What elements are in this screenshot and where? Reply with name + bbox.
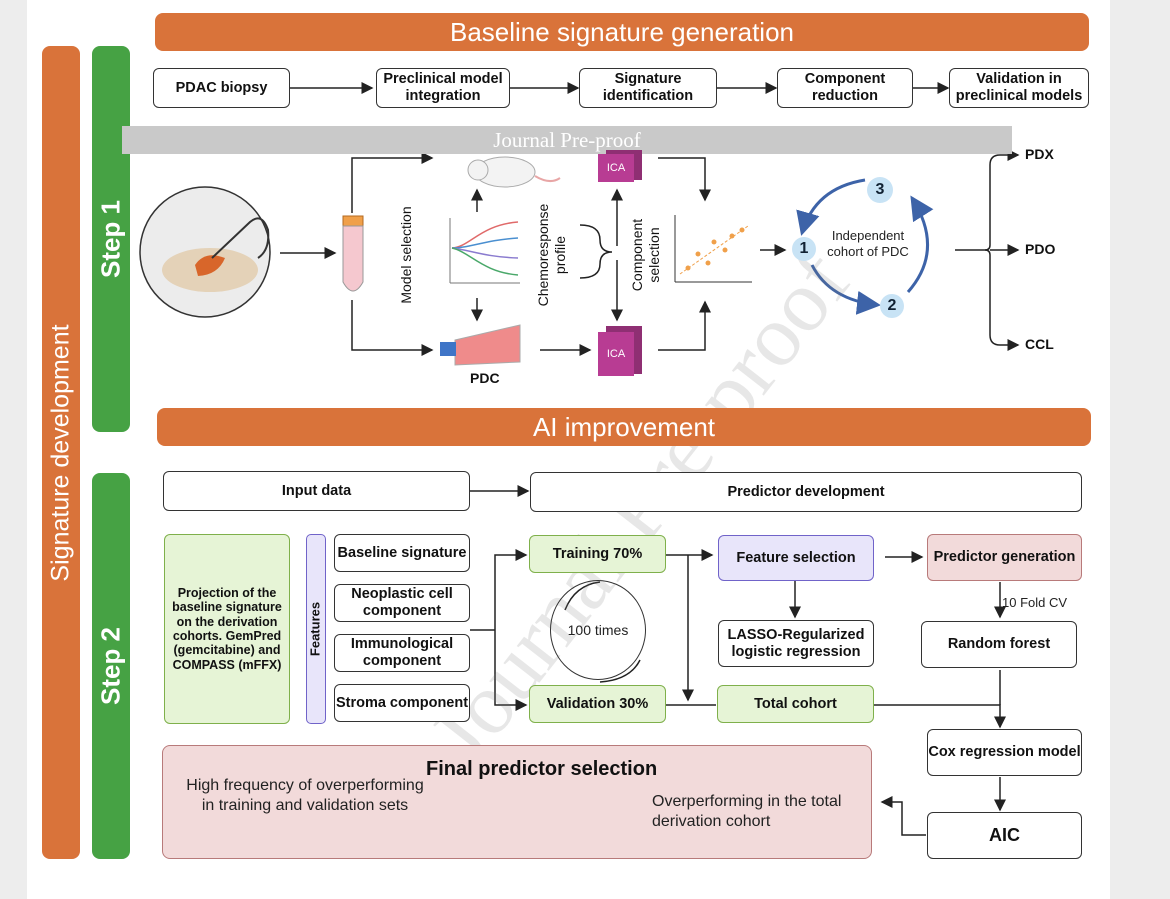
projection-box: Projection of the baseline signature on … (164, 534, 290, 724)
pipeline-validation: Validation in preclinical models (949, 68, 1089, 108)
feature-selection-box: Feature selection (718, 535, 874, 581)
cox-regression-box: Cox regression model (927, 729, 1082, 776)
features-bar: Features (306, 534, 326, 724)
step2-bar: Step 2 (92, 473, 130, 859)
independent-cohort-label: Independent cohort of PDC (827, 228, 909, 259)
feature-baseline-signature: Baseline signature (334, 534, 470, 572)
pipeline-component-reduction: Component reduction (777, 68, 913, 108)
cycle-step-2: 2 (880, 294, 904, 318)
model-selection-label: Model selection (398, 206, 414, 304)
cycle-step-3: 3 (867, 177, 893, 203)
predictor-generation-box: Predictor generation (927, 534, 1082, 581)
pipeline-model-integration: Preclinical model integration (376, 68, 510, 108)
feature-stroma: Stroma component (334, 684, 470, 722)
final-left-text: High frequency of overperforming in trai… (186, 777, 424, 814)
feature-immunological: Immunological component (334, 634, 470, 672)
signature-development-label: Signature development (46, 323, 75, 582)
model-selection-text-wrap: Model selection (392, 196, 420, 314)
output-ccl: CCL (1025, 336, 1054, 352)
final-right-text: Overperforming in the total derivation c… (652, 793, 842, 830)
training-box: Training 70% (529, 535, 666, 573)
component-selection-label: Component selection (629, 218, 662, 292)
step1-bar: Step 1 (92, 46, 130, 432)
baseline-banner: Baseline signature generation (155, 13, 1089, 51)
ica-bottom: ICA (598, 332, 634, 376)
pdc-label: PDC (470, 370, 500, 386)
final-selection-panel (162, 745, 872, 859)
step2-label: Step 2 (95, 626, 126, 706)
signature-development-bar: Signature development (42, 46, 80, 859)
input-data-box: Input data (163, 471, 470, 511)
times-label: 100 times (567, 622, 629, 638)
chemoresponse-label: Chemoresponse profile (535, 203, 568, 307)
watermark-bar: Journal Pre-proof (122, 126, 1012, 154)
pipeline-pdac-biopsy: PDAC biopsy (153, 68, 290, 108)
final-selection-title: Final predictor selection (426, 758, 658, 780)
chemoresponse-text-wrap: Chemoresponse profile (530, 196, 574, 314)
pipeline-signature-identification: Signature identification (579, 68, 717, 108)
output-pdx: PDX (1025, 146, 1054, 162)
left-margin (0, 0, 27, 899)
predictor-development-box: Predictor development (530, 472, 1082, 512)
ica-top: ICA (598, 154, 634, 182)
cycle-step-1: 1 (792, 237, 816, 261)
repeat-cycle (550, 580, 646, 680)
features-label: Features (307, 601, 323, 657)
total-cohort-box: Total cohort (717, 685, 874, 723)
lasso-box: LASSO-Regularized logistic regression (718, 620, 874, 667)
ai-improvement-banner: AI improvement (157, 408, 1091, 446)
random-forest-box: Random forest (921, 621, 1077, 668)
output-pdo: PDO (1025, 241, 1056, 257)
component-selection-text-wrap: Component selection (624, 196, 668, 314)
ten-fold-label: 10 Fold CV (1002, 595, 1068, 610)
feature-neoplastic: Neoplastic cell component (334, 584, 470, 622)
aic-box: AIC (927, 812, 1082, 859)
right-margin (1110, 0, 1170, 899)
validation-box: Validation 30% (529, 685, 666, 723)
step1-label: Step 1 (95, 199, 126, 279)
